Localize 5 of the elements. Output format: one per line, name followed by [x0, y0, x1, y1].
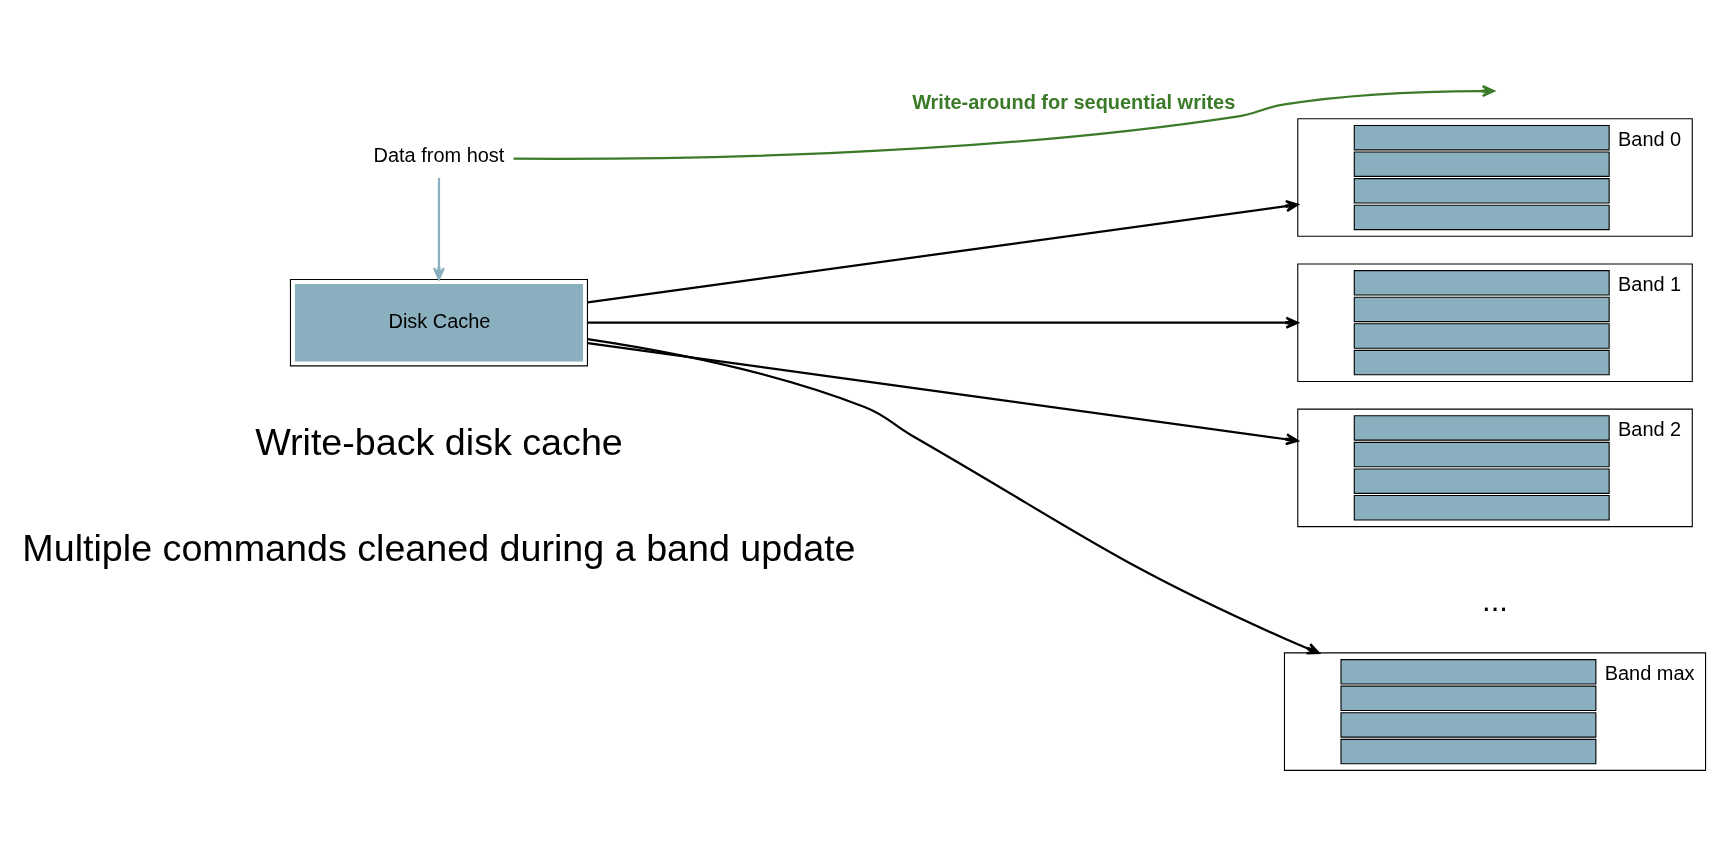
label: Multiple commands cleaned during a band update — [21, 526, 856, 569]
label: Write-back disk cache — [254, 421, 623, 464]
label: ... — [1481, 582, 1508, 618]
node-text: Data from host — [373, 144, 504, 167]
edge-label: Write-around for sequential writes — [911, 91, 1235, 114]
